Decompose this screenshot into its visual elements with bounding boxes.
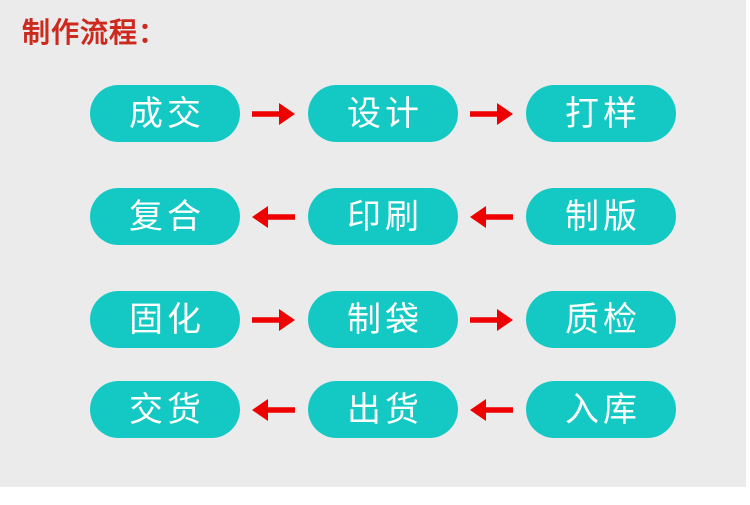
flow-node[interactable]: 成交: [90, 85, 240, 142]
arrow-left-icon: [240, 188, 308, 245]
arrow-left-icon: [240, 381, 308, 438]
arrow-left-icon: [458, 381, 526, 438]
flow-row: 交货 出货 入库: [0, 381, 746, 438]
arrow-right-icon: [458, 291, 526, 348]
flow-node[interactable]: 复合: [90, 188, 240, 245]
flow-node-label: 交货: [129, 389, 205, 430]
flow-node[interactable]: 出货: [308, 381, 458, 438]
flow-node-label: 成交: [129, 93, 205, 134]
flow-node[interactable]: 入库: [526, 381, 676, 438]
flow-node-label: 打样: [565, 93, 641, 134]
flow-node[interactable]: 打样: [526, 85, 676, 142]
flow-row: 成交 设计 打样: [0, 85, 746, 142]
flow-node[interactable]: 印刷: [308, 188, 458, 245]
flow-node-label: 出货: [347, 389, 423, 430]
flow-node-label: 质检: [565, 299, 641, 340]
flow-node-label: 印刷: [347, 196, 423, 237]
flow-node-label: 入库: [565, 389, 641, 430]
arrow-right-icon: [240, 85, 308, 142]
page-title: 制作流程：: [22, 16, 168, 49]
flow-node[interactable]: 设计: [308, 85, 458, 142]
flow-row: 固化 制袋 质检: [0, 291, 746, 348]
flow-node[interactable]: 固化: [90, 291, 240, 348]
flow-node[interactable]: 质检: [526, 291, 676, 348]
flow-node-label: 复合: [129, 196, 205, 237]
flowchart-board: 制作流程： 成交 设计: [0, 0, 746, 487]
flow-node[interactable]: 交货: [90, 381, 240, 438]
flow-node[interactable]: 制版: [526, 188, 676, 245]
flow-node-label: 固化: [129, 299, 205, 340]
flow-node-label: 制版: [565, 196, 641, 237]
arrow-right-icon: [240, 291, 308, 348]
flow-node[interactable]: 制袋: [308, 291, 458, 348]
arrow-right-icon: [458, 85, 526, 142]
arrow-left-icon: [458, 188, 526, 245]
flow-row: 复合 印刷 制版: [0, 188, 746, 245]
flow-node-label: 设计: [347, 93, 423, 134]
flow-node-label: 制袋: [347, 299, 423, 340]
